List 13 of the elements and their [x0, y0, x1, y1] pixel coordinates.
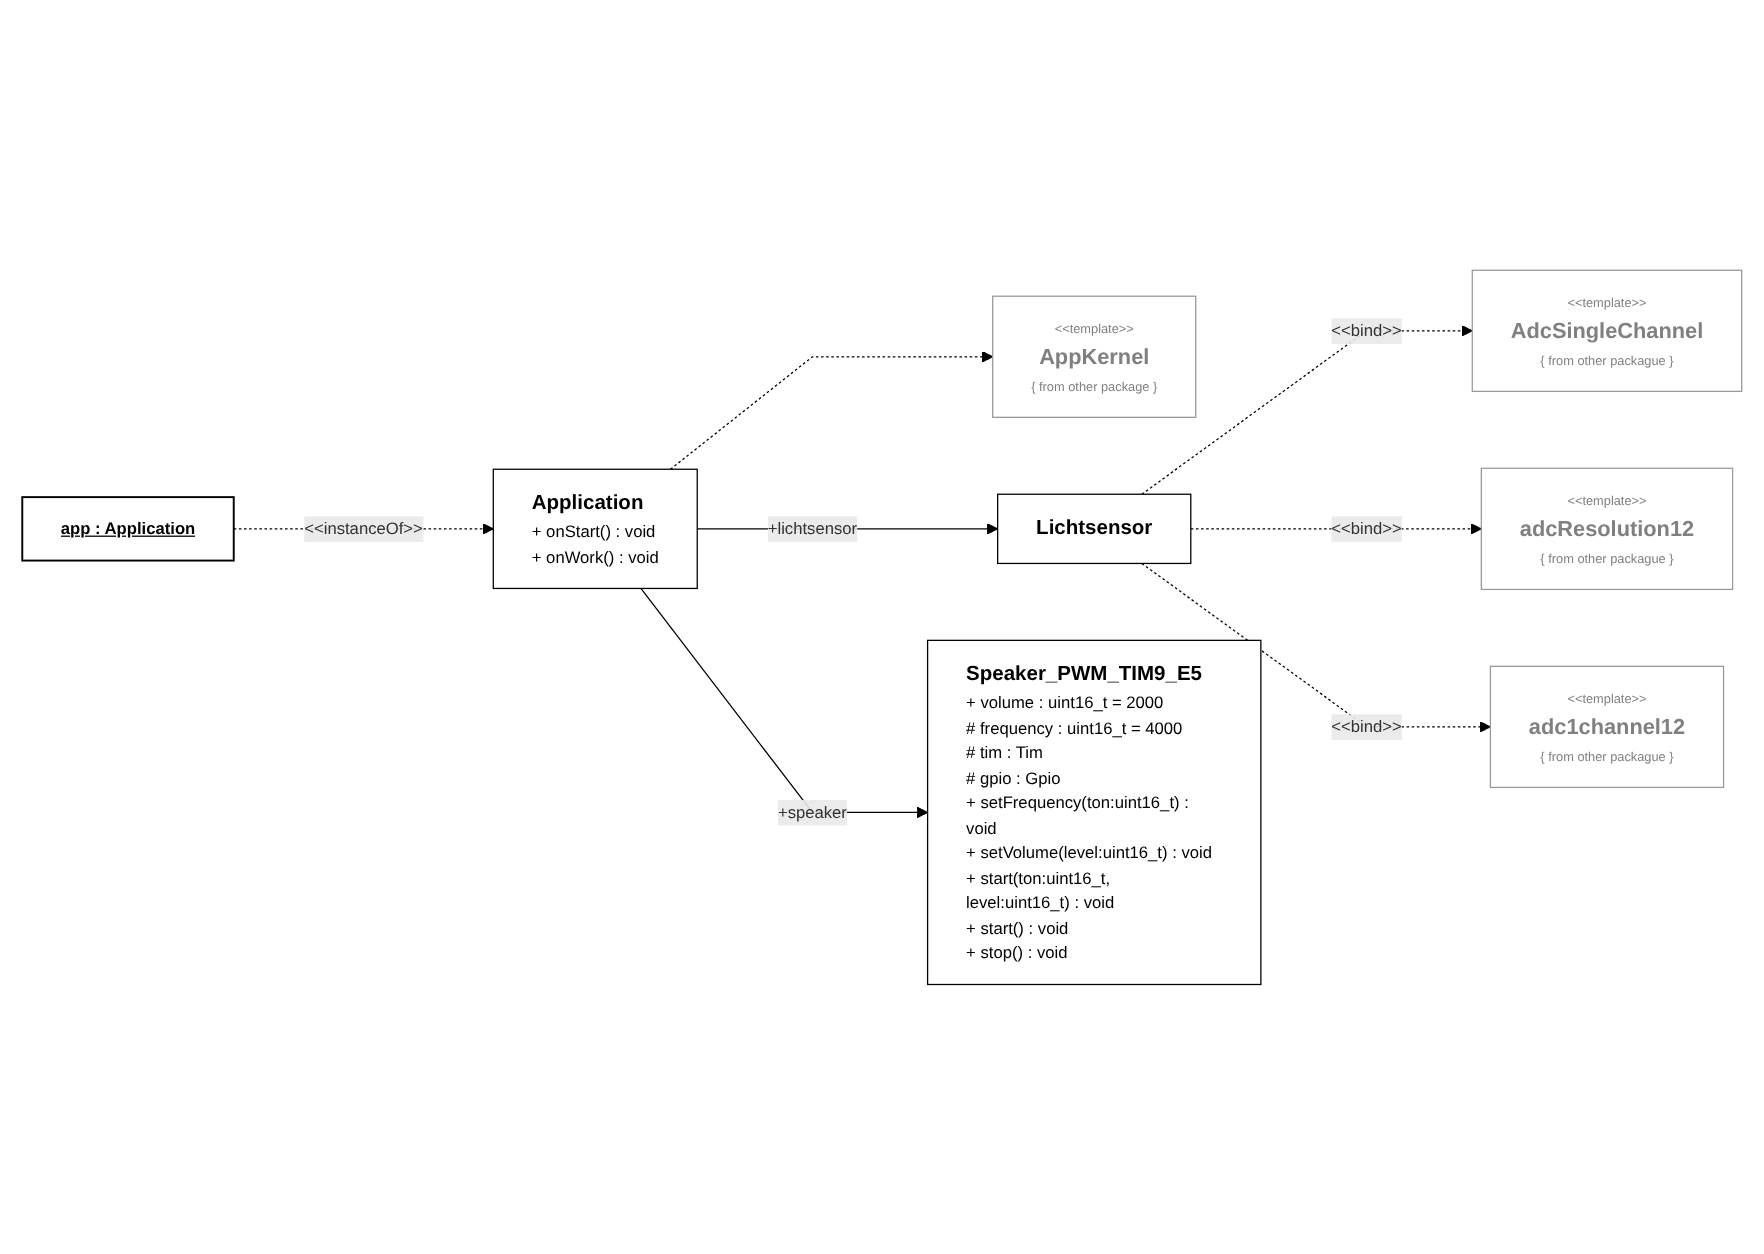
- node-box: Application + onStart() : void + onWork() : void: [492, 468, 698, 589]
- arrow: [669, 350, 994, 470]
- edge-label: <<instanceOf>>: [304, 518, 423, 538]
- edge-label: <<bind>>: [1331, 716, 1402, 736]
- edge-label: <<bind>>: [1331, 320, 1402, 340]
- arrow: [1141, 324, 1473, 495]
- node-box: app : Application: [21, 495, 235, 562]
- edge-label: +speaker: [777, 802, 847, 822]
- edge-label: +lichtsensor: [767, 518, 858, 538]
- node-box: Lichtsensor: [997, 493, 1192, 564]
- edge-label: <<bind>>: [1331, 518, 1402, 538]
- node-box: Speaker_PWM_TIM9_E5 + volume : uint16_t = 2000 # frequency : uint16_t = 4000 # tim : Tim # gpio : Gpio + setFrequency(ton:uint16_t) : void + setVolume(level:uint16_t) : void + start(ton:uint16_t, level:uint16_t) : void + start() : void + stop() : void: [926, 639, 1262, 985]
- arrow: [1141, 562, 1491, 733]
